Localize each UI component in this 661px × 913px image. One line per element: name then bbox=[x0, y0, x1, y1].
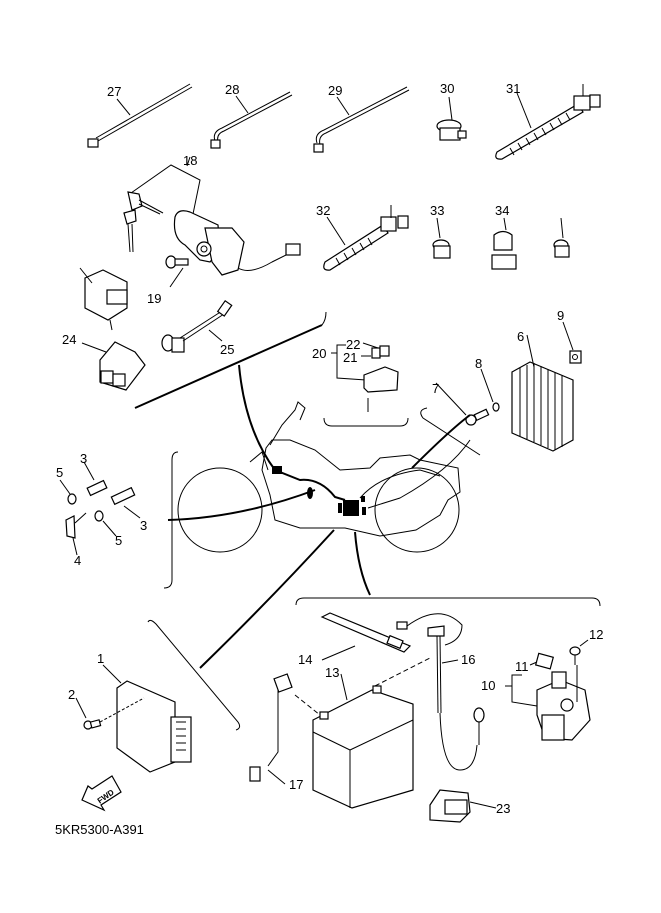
callout-12: 12 bbox=[589, 627, 603, 642]
clamp-31 bbox=[432, 217, 451, 259]
callout-2: 2 bbox=[68, 687, 75, 702]
callout-1: 1 bbox=[97, 651, 104, 666]
callout-27: 29 bbox=[328, 83, 342, 98]
callout-25: 27 bbox=[107, 84, 121, 99]
bolt-12 bbox=[569, 639, 589, 702]
oil-switch-3b bbox=[110, 486, 141, 519]
callout-17: 18 bbox=[183, 153, 197, 168]
callout-21: 22 bbox=[346, 337, 360, 352]
callout-16: 16 bbox=[461, 652, 475, 667]
motorcycle-outline bbox=[177, 401, 461, 553]
callout-labels: 27 28 29 30 31 18 32 33 34 19 24 25 20 2… bbox=[56, 81, 603, 816]
callout-14: 14 bbox=[298, 652, 312, 667]
callout-10: 10 bbox=[481, 678, 495, 693]
callout-19: 20 bbox=[312, 346, 326, 361]
nut-9 bbox=[562, 321, 582, 364]
callout-30: 32 bbox=[316, 203, 330, 218]
callout-8: 8 bbox=[475, 356, 482, 371]
fuse-box-19 bbox=[323, 342, 409, 427]
oil-switch-3a bbox=[83, 461, 108, 497]
callout-20: 21 bbox=[343, 350, 357, 365]
screw-18 bbox=[165, 255, 189, 288]
cable-tie-30 bbox=[323, 205, 409, 271]
washer-5a bbox=[59, 479, 77, 505]
clamp-33 bbox=[553, 217, 570, 258]
fuse-11 bbox=[529, 652, 555, 670]
callout-13: 13 bbox=[325, 665, 339, 680]
fwd-arrow-icon: FWD bbox=[81, 775, 122, 812]
callout-24: 25 bbox=[220, 342, 234, 357]
cable-tie-25 bbox=[87, 83, 193, 148]
ecu-1 bbox=[102, 664, 192, 773]
callout-3a: 3 bbox=[80, 451, 87, 466]
callout-31: 33 bbox=[430, 203, 444, 218]
clamp-32 bbox=[491, 217, 517, 270]
washer-8 bbox=[480, 368, 500, 412]
bracket-4 bbox=[65, 512, 87, 556]
sensor-24 bbox=[161, 299, 233, 353]
callout-11: 11 bbox=[515, 659, 529, 674]
callout-6: 6 bbox=[517, 329, 524, 344]
callout-32: 34 bbox=[495, 203, 509, 218]
callout-29: 31 bbox=[506, 81, 520, 96]
callout-23: 24 bbox=[62, 332, 76, 347]
coupler-23 bbox=[81, 341, 146, 391]
battery-lead-15 bbox=[249, 673, 321, 785]
rectifier-6 bbox=[511, 334, 574, 452]
callout-18: 19 bbox=[147, 291, 161, 306]
main-switch-17 bbox=[123, 156, 301, 276]
bracket-ecu bbox=[147, 619, 241, 731]
callout-28: 30 bbox=[440, 81, 454, 96]
relay-22 bbox=[429, 789, 497, 823]
callout-15: 17 bbox=[289, 777, 303, 792]
clamp-28 bbox=[436, 96, 467, 141]
washer-5b bbox=[94, 510, 117, 537]
bracket-battery bbox=[295, 597, 601, 607]
cable-tie-26 bbox=[210, 91, 293, 149]
callout-26: 28 bbox=[225, 82, 239, 97]
battery-lead-16 bbox=[374, 613, 485, 771]
callout-22: 23 bbox=[496, 801, 510, 816]
wire-harness bbox=[134, 311, 471, 669]
callout-3b: 3 bbox=[140, 518, 147, 533]
battery-strap-14 bbox=[320, 612, 412, 661]
screw-2 bbox=[75, 697, 145, 730]
diagram-reference-code: 5KR5300-A391 bbox=[55, 822, 144, 837]
cable-tie-29 bbox=[495, 84, 601, 160]
callout-9: 9 bbox=[557, 308, 564, 323]
bolt-7 bbox=[435, 382, 490, 426]
callout-7: 7 bbox=[432, 381, 439, 396]
battery-13 bbox=[312, 673, 414, 809]
relay-34 bbox=[79, 267, 128, 331]
bracket-rectifier bbox=[420, 407, 481, 456]
cable-tie-27 bbox=[313, 86, 410, 153]
callout-5b: 5 bbox=[115, 533, 122, 548]
callout-5a: 5 bbox=[56, 465, 63, 480]
callout-4: 4 bbox=[74, 553, 81, 568]
